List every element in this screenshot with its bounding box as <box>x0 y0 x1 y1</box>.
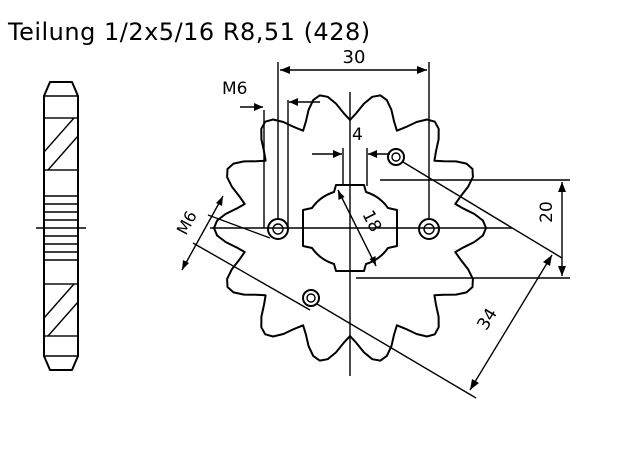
dimension-bolt-thread-top-label: M6 <box>222 79 247 99</box>
dimension-bolt-thread-left-label: M6 <box>173 208 201 238</box>
dimension-height: 20 <box>356 179 570 279</box>
sprocket-side-view <box>36 81 86 371</box>
dimension-span-label: 30 <box>343 47 366 68</box>
dimension-bolt-thread-top: M6 <box>222 79 320 228</box>
dimension-spline-width: 4 <box>312 125 390 186</box>
splined-bore <box>302 184 398 272</box>
dimension-bore-label: 18 <box>358 207 386 235</box>
dimension-span: 30 <box>277 47 430 219</box>
bolt-hole-bottom <box>302 289 320 307</box>
sprocket-front-view <box>210 92 512 376</box>
dimension-height-label: 20 <box>537 201 557 223</box>
bolt-hole-left <box>267 218 289 240</box>
dimension-diagonal: 34 <box>316 161 563 399</box>
bolt-hole-right <box>418 218 440 240</box>
dimension-bolt-thread-left: M6 <box>173 195 311 311</box>
drawing-title: Teilung 1/2x5/16 R8,51 (428) <box>7 18 371 46</box>
dimension-spline-width-label: 4 <box>352 125 363 145</box>
dimension-diagonal-label: 34 <box>474 305 502 334</box>
bolt-hole-top <box>387 148 405 166</box>
